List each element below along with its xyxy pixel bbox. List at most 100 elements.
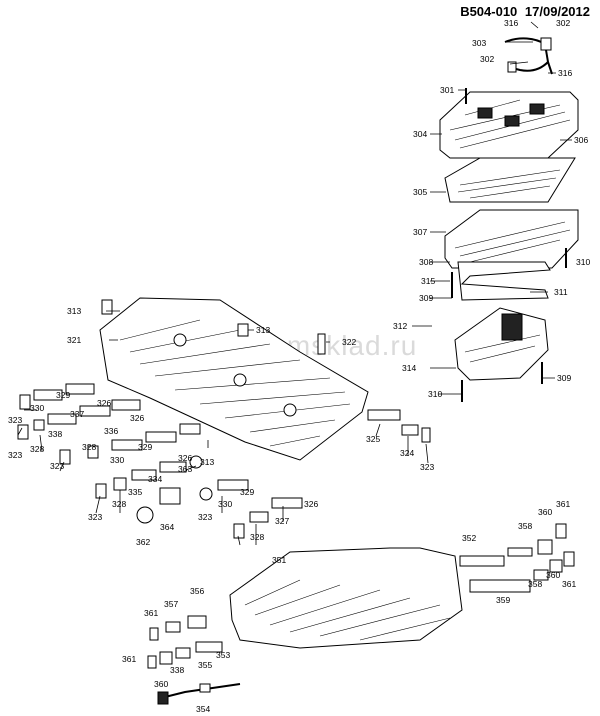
callout-325: 325 bbox=[366, 434, 380, 444]
callout-329c: 329 bbox=[240, 487, 254, 497]
callout-316b: 316 bbox=[558, 68, 572, 78]
callout-315: 315 bbox=[421, 276, 435, 286]
callout-303: 303 bbox=[472, 38, 486, 48]
callout-338b: 338 bbox=[170, 665, 184, 675]
callout-361b: 361 bbox=[562, 579, 576, 589]
spool-row-359 bbox=[469, 551, 575, 593]
callout-359: 359 bbox=[496, 595, 510, 605]
callout-324: 324 bbox=[400, 448, 414, 458]
callout-322: 322 bbox=[342, 337, 356, 347]
retainer-323-right bbox=[421, 427, 431, 443]
callout-329a: 329 bbox=[56, 390, 70, 400]
separator-plate bbox=[444, 157, 576, 203]
callout-335: 335 bbox=[128, 487, 142, 497]
callout-labels: 316 302 303 302 316 301 304 306 305 307 … bbox=[8, 18, 590, 714]
callout-302a: 302 bbox=[556, 18, 570, 28]
callout-329b: 329 bbox=[138, 442, 152, 452]
callout-323-right: 323 bbox=[420, 462, 434, 472]
spool-row-4 bbox=[95, 455, 203, 499]
callout-309a: 309 bbox=[419, 293, 433, 303]
callout-310b: 310 bbox=[428, 389, 442, 399]
callout-361a: 361 bbox=[556, 499, 570, 509]
callout-360b: 360 bbox=[546, 570, 560, 580]
callout-358b: 358 bbox=[528, 579, 542, 589]
upper-valve-body bbox=[444, 209, 579, 269]
callout-306: 306 bbox=[574, 135, 588, 145]
callout-330b: 330 bbox=[110, 455, 124, 465]
callout-336: 336 bbox=[104, 426, 118, 436]
callout-311: 311 bbox=[554, 287, 568, 297]
lower-valve-body bbox=[229, 547, 463, 649]
spool-row-1 bbox=[19, 383, 95, 410]
callout-308: 308 bbox=[419, 257, 433, 267]
callout-354: 354 bbox=[196, 704, 210, 714]
callout-364: 364 bbox=[160, 522, 174, 532]
spool-row-6 bbox=[233, 497, 303, 539]
callout-313a: 313 bbox=[67, 306, 81, 316]
wiring-harness bbox=[504, 37, 553, 75]
tcm-module bbox=[454, 307, 549, 381]
callout-360a: 360 bbox=[538, 507, 552, 517]
callout-363: 363 bbox=[178, 464, 192, 474]
callout-355: 355 bbox=[198, 660, 212, 670]
spool-row-352 bbox=[459, 523, 567, 567]
spool-row-2 bbox=[17, 399, 141, 440]
callout-313c: 313 bbox=[200, 457, 214, 467]
callout-316a: 316 bbox=[504, 18, 518, 28]
callout-326b: 326 bbox=[130, 413, 144, 423]
callout-301: 301 bbox=[440, 85, 454, 95]
callout-323a: 323 bbox=[8, 415, 22, 425]
spring-retainer-plate bbox=[457, 261, 551, 301]
callout-337: 337 bbox=[70, 409, 84, 419]
callout-351: 351 bbox=[272, 555, 286, 565]
callout-353: 353 bbox=[216, 650, 230, 660]
callout-326c: 326 bbox=[178, 453, 192, 463]
callout-310a: 310 bbox=[576, 257, 590, 267]
callout-328c: 328 bbox=[112, 499, 126, 509]
callout-330c: 330 bbox=[218, 499, 232, 509]
valve-325 bbox=[367, 409, 401, 421]
plug-322 bbox=[317, 333, 326, 355]
callout-314: 314 bbox=[402, 363, 416, 373]
valve-body-cover bbox=[439, 91, 579, 159]
callout-358a: 358 bbox=[518, 521, 532, 531]
callout-357: 357 bbox=[164, 599, 178, 609]
callout-328d: 328 bbox=[250, 532, 264, 542]
spool-row-3 bbox=[59, 423, 201, 465]
callout-328a: 328 bbox=[30, 444, 44, 454]
plug-313a bbox=[101, 299, 113, 315]
callout-326a: 326 bbox=[97, 398, 111, 408]
callout-361c: 361 bbox=[144, 608, 158, 618]
callout-302b: 302 bbox=[480, 54, 494, 64]
callout-305: 305 bbox=[413, 187, 427, 197]
callout-304: 304 bbox=[413, 129, 427, 139]
callout-330a: 330 bbox=[30, 403, 44, 413]
valve-324 bbox=[401, 424, 419, 436]
diagram-date: 17/09/2012 bbox=[524, 4, 590, 19]
plug-313b bbox=[237, 323, 249, 337]
callout-313b: 313 bbox=[256, 325, 270, 335]
callout-334: 334 bbox=[148, 474, 162, 484]
leader-lines bbox=[17, 21, 572, 546]
callout-360c: 360 bbox=[154, 679, 168, 689]
callout-323b: 323 bbox=[8, 450, 22, 460]
diagram-header: B504-010 17/09/2012 bbox=[456, 4, 590, 19]
callout-352: 352 bbox=[462, 533, 476, 543]
sensor-354 bbox=[157, 683, 241, 705]
diagram-code: B504-010 bbox=[460, 4, 518, 19]
callout-362: 362 bbox=[136, 537, 150, 547]
spool-row-5 bbox=[136, 479, 249, 524]
bolts-top bbox=[451, 88, 567, 402]
callout-309b: 309 bbox=[557, 373, 571, 383]
callout-356: 356 bbox=[190, 586, 204, 596]
callout-323d: 323 bbox=[88, 512, 102, 522]
callout-338: 338 bbox=[48, 429, 62, 439]
spool-row-356 bbox=[149, 615, 207, 641]
main-valve-body bbox=[99, 297, 369, 461]
callout-326d: 326 bbox=[304, 499, 318, 509]
spool-row-355 bbox=[147, 641, 223, 669]
callout-323e: 323 bbox=[198, 512, 212, 522]
callout-361d: 361 bbox=[122, 654, 136, 664]
callout-323c: 323 bbox=[50, 461, 64, 471]
